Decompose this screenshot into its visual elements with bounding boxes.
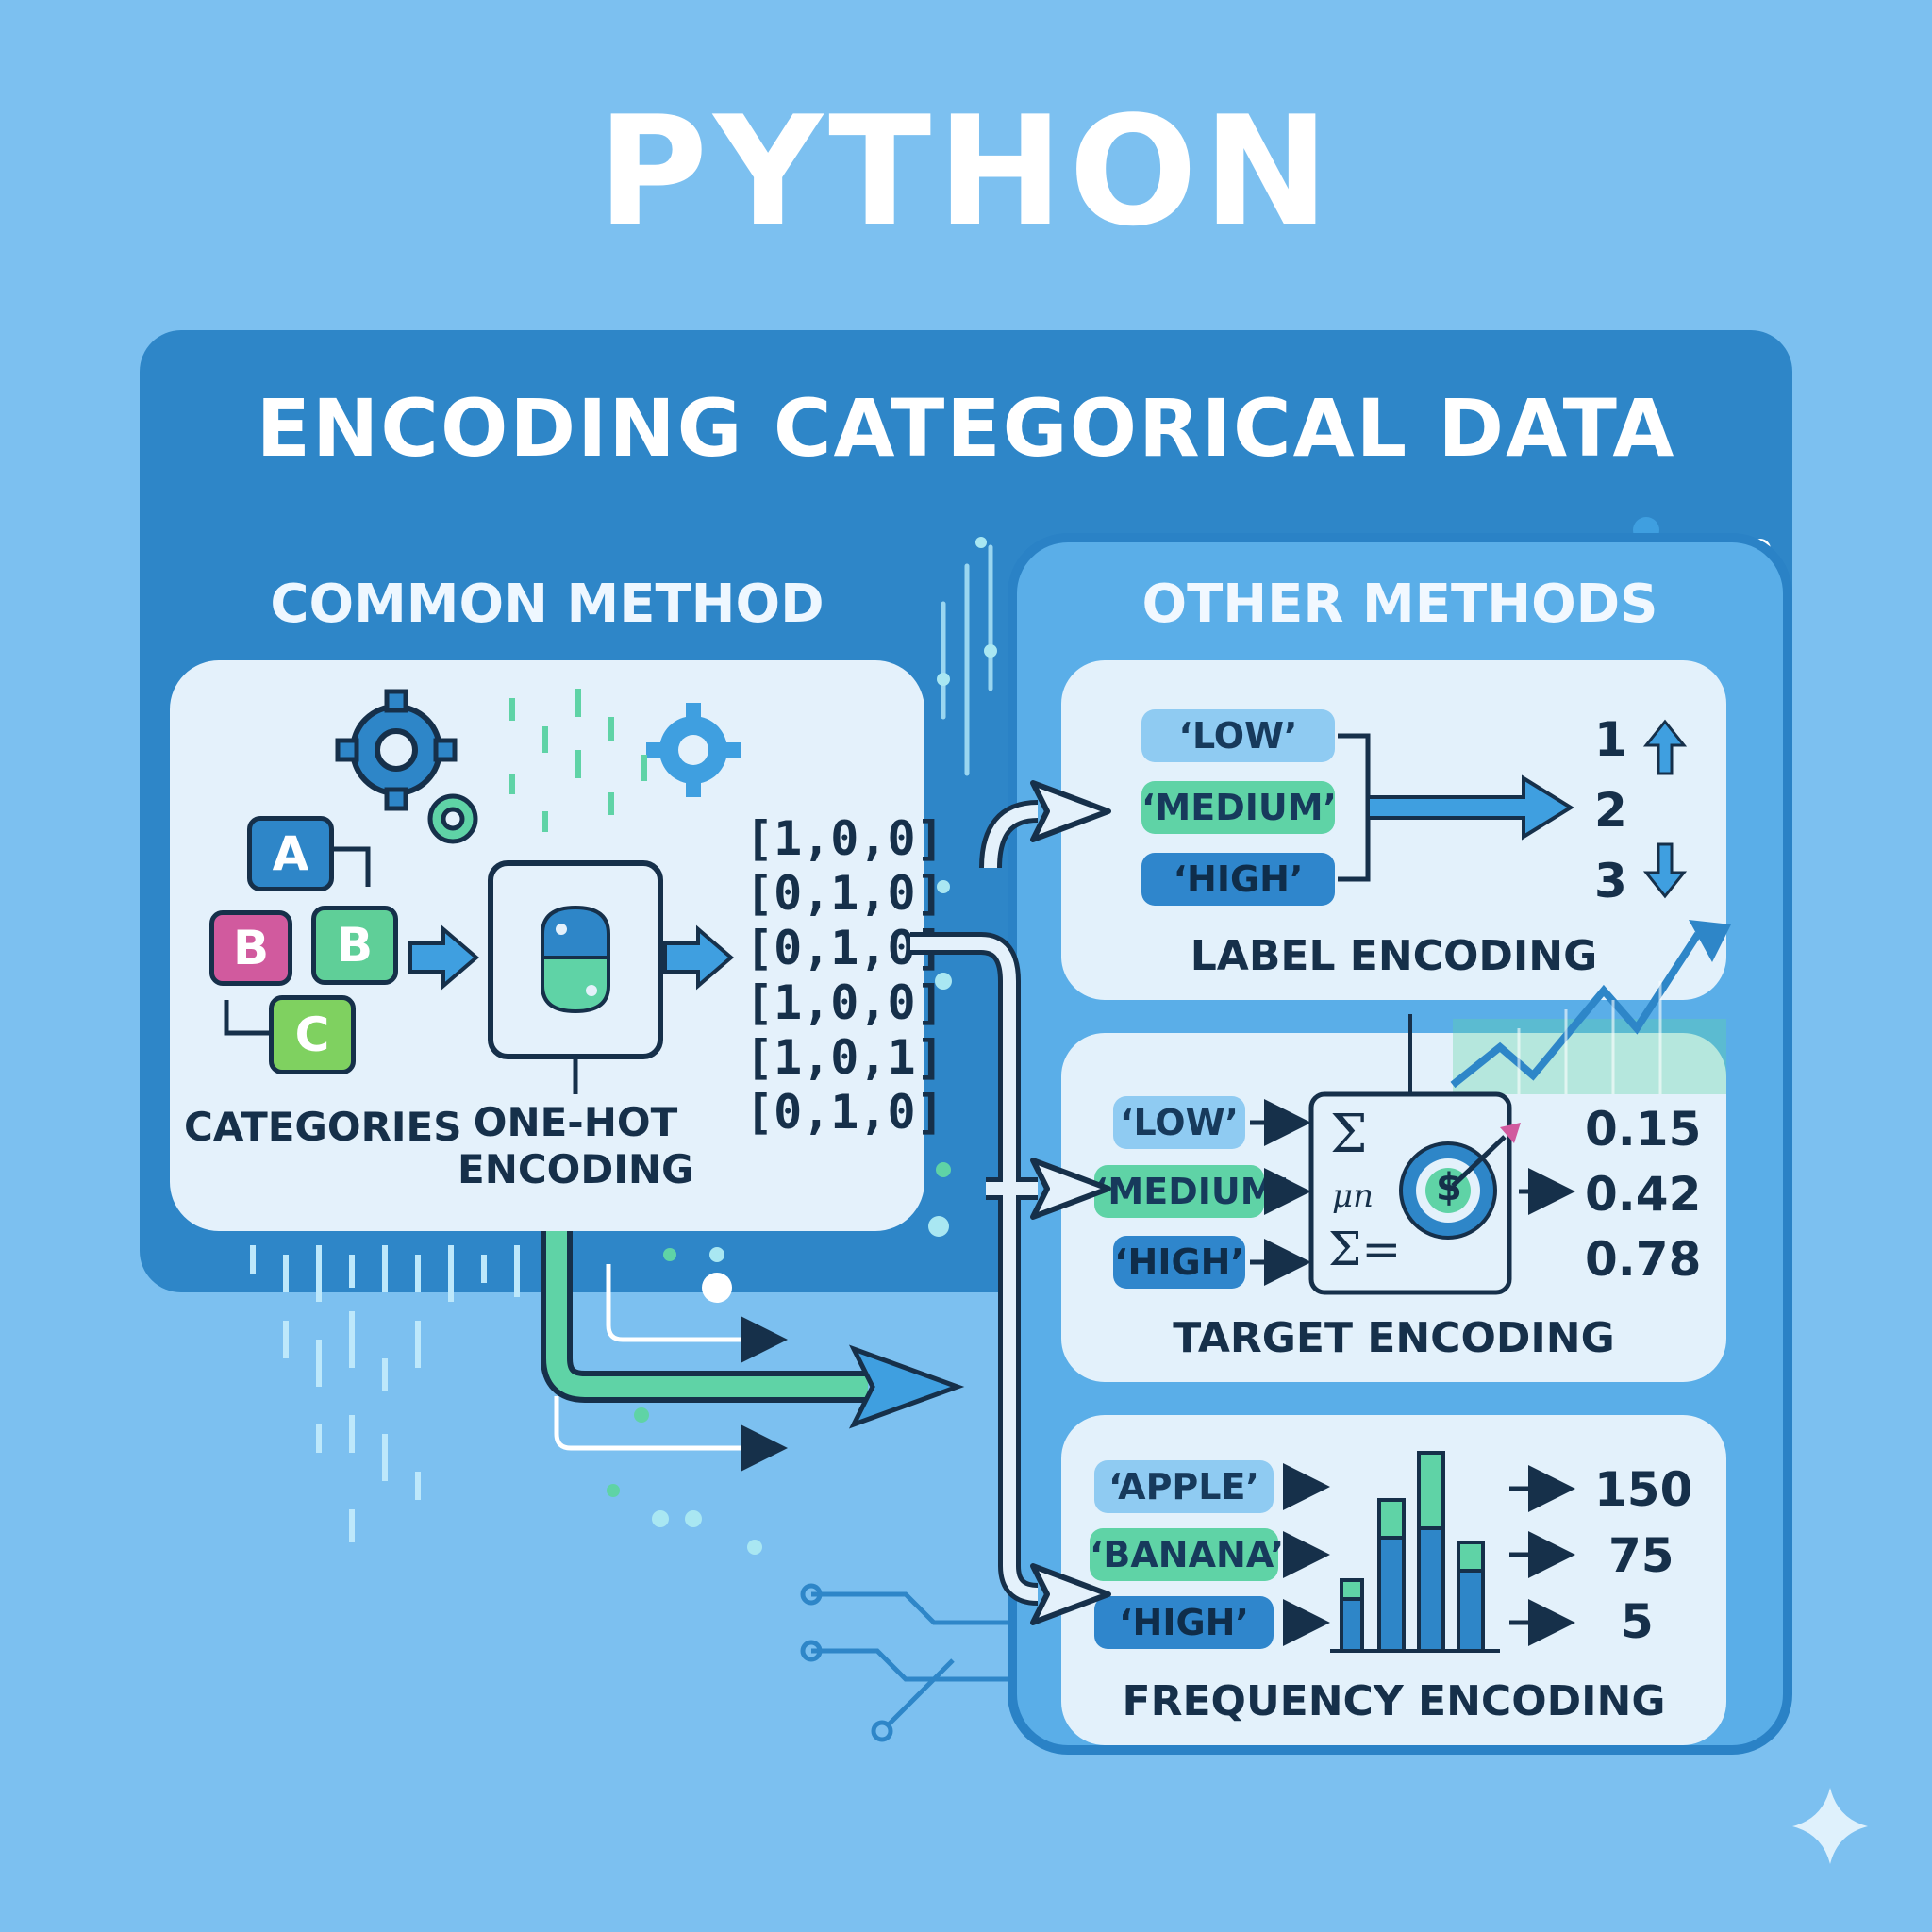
target-item-high: ‘HIGH’ xyxy=(1113,1236,1245,1289)
category-box-c: C xyxy=(269,995,356,1074)
onehot-label-line2: ENCODING xyxy=(458,1146,694,1192)
target-item-medium: ‘MEDIUM’ xyxy=(1094,1165,1290,1218)
matrix-row: [1,0,0] xyxy=(745,975,944,1030)
matrix-row: [0,1,0] xyxy=(745,866,944,921)
label-value: 3 xyxy=(1594,854,1627,908)
target-item-low: ‘LOW’ xyxy=(1113,1096,1245,1149)
label-item-medium: ‘MEDIUM’ xyxy=(1141,781,1337,834)
frequency-value: 150 xyxy=(1594,1462,1693,1517)
frequency-bar-chart-icon xyxy=(1330,1451,1500,1653)
target-value: 0.15 xyxy=(1585,1102,1702,1157)
gear-icon xyxy=(335,689,458,811)
gear-icon xyxy=(646,703,741,797)
other-methods-title: OTHER METHODS xyxy=(1141,574,1658,635)
target-dollar-icon xyxy=(1399,1123,1521,1240)
frequency-value: 5 xyxy=(1621,1594,1654,1649)
arrow-down-icon xyxy=(1642,842,1688,899)
page-title: PYTHON xyxy=(596,83,1336,259)
common-method-title: COMMON METHOD xyxy=(270,574,824,635)
target-encoding-title: TARGET ENCODING xyxy=(1173,1314,1615,1362)
category-box-b-pink: B xyxy=(209,910,292,986)
frequency-item-apple: ‘APPLE’ xyxy=(1094,1460,1274,1513)
label-encoding-title: LABEL ENCODING xyxy=(1190,932,1598,980)
label-value: 1 xyxy=(1594,712,1627,767)
diagram-subtitle: ENCODING CATEGORICAL DATA xyxy=(256,382,1676,475)
frequency-value: 75 xyxy=(1608,1528,1674,1583)
target-value: 0.42 xyxy=(1585,1167,1702,1222)
matrix-row: [1,0,1] xyxy=(745,1030,944,1085)
label-value: 2 xyxy=(1594,783,1627,838)
category-box-a: A xyxy=(247,816,334,891)
arrow-up-icon xyxy=(1642,719,1688,775)
frequency-encoding-title: FREQUENCY ENCODING xyxy=(1122,1677,1666,1725)
onehot-matrix: [1,0,0] [0,1,0] [0,1,0] [1,0,0] [1,0,1] … xyxy=(745,811,944,1140)
trend-chart-icon xyxy=(1408,920,1731,1094)
gear-icon xyxy=(427,793,478,844)
onehot-label-line1: ONE-HOT xyxy=(473,1099,678,1145)
dollar-icon: $ xyxy=(1436,1166,1462,1209)
sigma-equals-symbol: Σ= xyxy=(1328,1222,1402,1276)
common-method-graphics xyxy=(224,689,741,1094)
frequency-item-high: ‘HIGH’ xyxy=(1094,1596,1274,1649)
mu-n-symbol: μn xyxy=(1332,1177,1374,1215)
categories-label: CATEGORIES xyxy=(184,1104,462,1150)
label-item-high: ‘HIGH’ xyxy=(1141,853,1335,906)
sigma-symbol: Σ xyxy=(1330,1104,1368,1165)
frequency-item-banana: ‘BANANA’ xyxy=(1090,1528,1284,1581)
matrix-row: [0,1,0] xyxy=(745,1085,944,1140)
python-logo-icon xyxy=(541,905,610,1014)
target-value: 0.78 xyxy=(1585,1232,1702,1287)
label-item-low: ‘LOW’ xyxy=(1141,709,1335,762)
matrix-row: [1,0,0] xyxy=(745,811,944,866)
category-box-b-green: B xyxy=(311,906,398,985)
